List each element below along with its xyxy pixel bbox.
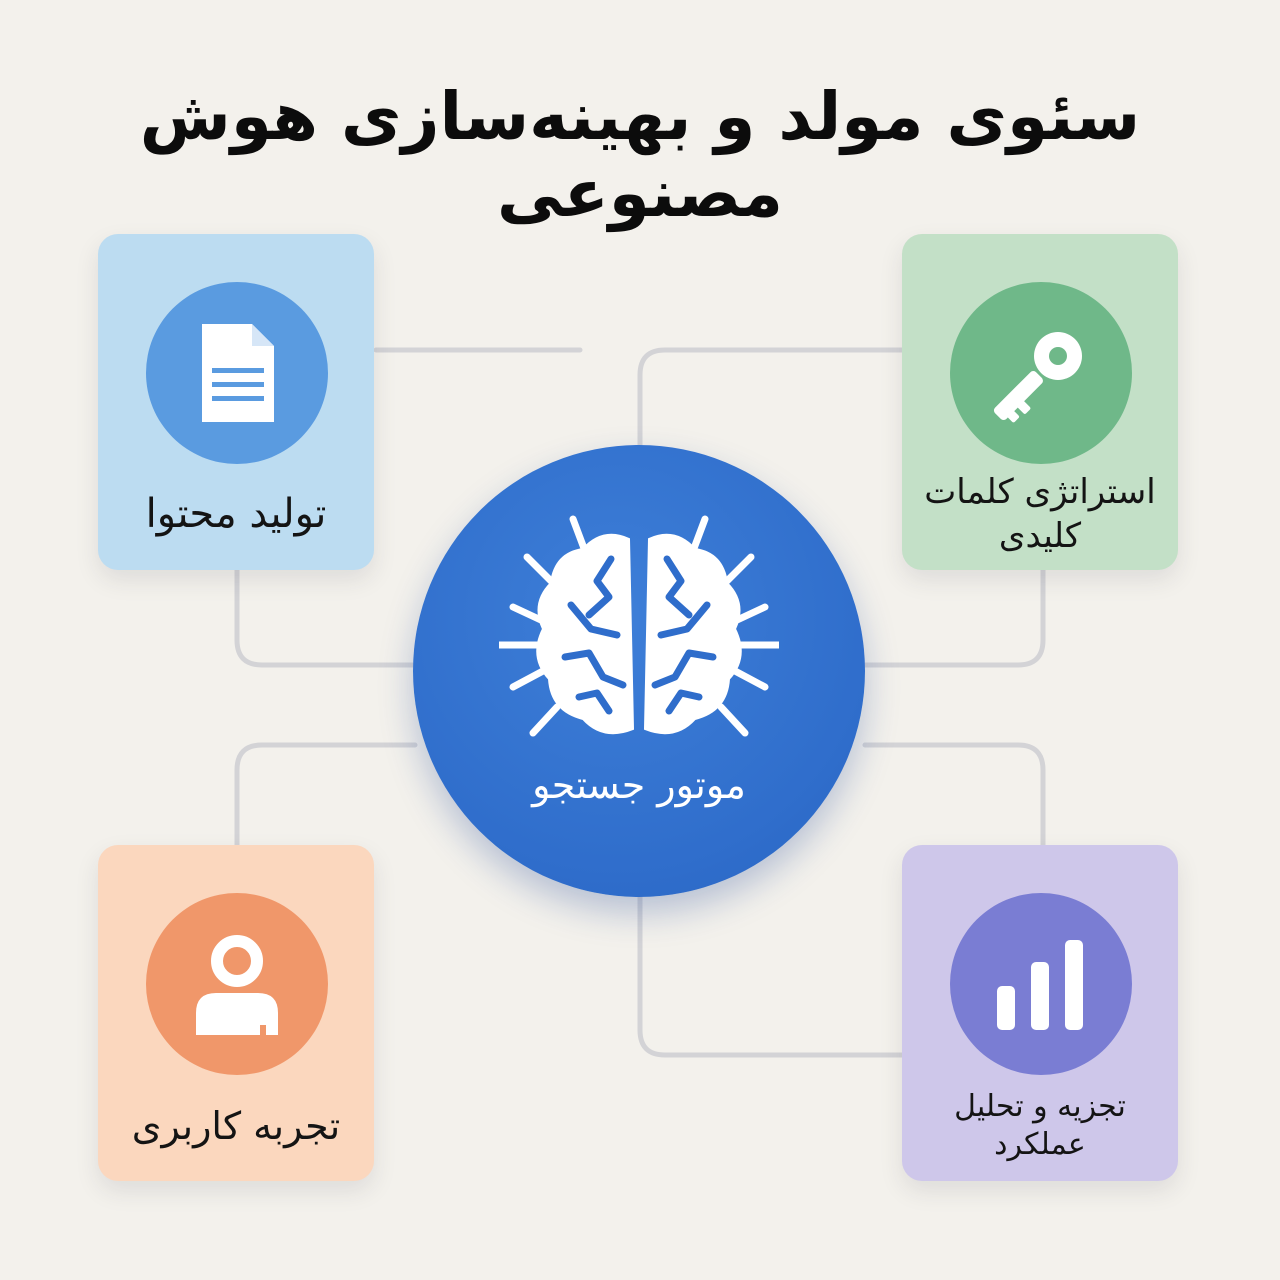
connector-line <box>862 742 1046 848</box>
card-content-generation[interactable]: تولید محتوا <box>98 234 374 570</box>
key-icon <box>950 282 1132 464</box>
card-keyword-strategy[interactable]: استراتژی کلمات کلیدی <box>902 234 1178 570</box>
card-performance-analysis[interactable]: تجزیه و تحلیل عملکرد <box>902 845 1178 1181</box>
card-label: تولید محتوا <box>145 491 327 538</box>
connector-line <box>637 894 905 1058</box>
brain-icon <box>499 515 779 737</box>
card-label: استراتژی کلمات کلیدی <box>924 472 1156 556</box>
connector-line <box>234 742 418 848</box>
card-label: تجربه کاربری <box>131 1103 341 1148</box>
card-user-experience[interactable]: تجربه کاربری <box>98 845 374 1181</box>
bar-chart-icon <box>950 893 1132 1075</box>
card-label: تجزیه و تحلیل عملکرد <box>954 1088 1126 1162</box>
hub-label: موتور جستجو <box>532 763 746 807</box>
connector-line <box>234 567 418 668</box>
user-icon <box>146 893 328 1075</box>
connector-line <box>637 347 905 448</box>
search-engine-hub[interactable]: موتور جستجو <box>413 445 865 897</box>
document-icon <box>146 282 328 464</box>
page-title: سئوی مولد و بهینه‌سازی هوش مصنوعی <box>139 78 1141 232</box>
connector-line <box>862 567 1046 668</box>
